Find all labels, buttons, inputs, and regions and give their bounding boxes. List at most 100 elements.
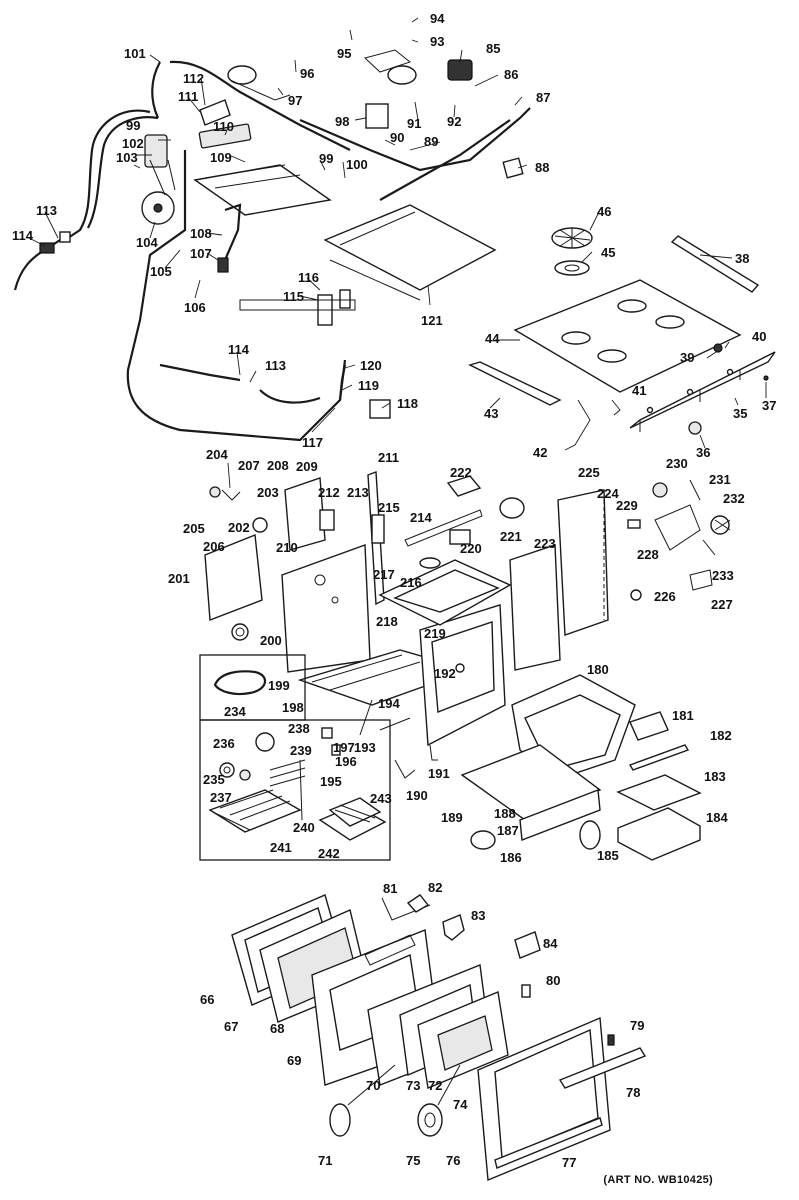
door-latch	[514, 931, 541, 959]
broiler-pan	[616, 774, 702, 811]
callout-69: 69	[287, 1053, 301, 1068]
callout-209: 209	[296, 459, 318, 474]
callout-76: 76	[446, 1153, 460, 1168]
callout-237: 237	[210, 790, 232, 805]
callout-238: 238	[288, 721, 310, 736]
cooktop-assembly	[468, 227, 776, 451]
callout-236: 236	[213, 736, 235, 751]
callout-185: 185	[597, 848, 619, 863]
callout-121: 121	[421, 313, 443, 328]
callout-43: 43	[484, 406, 498, 421]
callout-200: 200	[260, 633, 282, 648]
leader-lines	[26, 17, 767, 489]
back-trim	[670, 235, 760, 293]
callout-198: 198	[282, 700, 304, 715]
callout-211: 211	[378, 450, 399, 465]
callout-35: 35	[733, 406, 747, 421]
oven-back-panel	[509, 544, 561, 671]
callout-204: 204	[206, 447, 228, 462]
callout-240: 240	[293, 820, 315, 835]
callout-221: 221	[500, 529, 522, 544]
callout-208: 208	[267, 458, 289, 473]
terminal-block	[371, 514, 385, 544]
callout-229: 229	[616, 498, 638, 513]
callout-232: 232	[723, 491, 745, 506]
callout-88: 88	[535, 160, 549, 175]
callout-222: 222	[450, 465, 472, 480]
callout-230: 230	[666, 456, 688, 471]
callout-207: 207	[238, 458, 260, 473]
callout-112: 112	[183, 71, 204, 86]
callout-108: 108	[190, 226, 212, 241]
callout-203: 203	[257, 485, 279, 500]
callout-75: 75	[406, 1153, 420, 1168]
callout-201: 201	[168, 571, 190, 586]
callout-194: 194	[378, 696, 400, 711]
callout-67: 67	[224, 1019, 238, 1034]
callout-228: 228	[637, 547, 659, 562]
callout-226: 226	[654, 589, 676, 604]
callout-101: 101	[124, 46, 146, 61]
callout-182: 182	[710, 728, 732, 743]
callout-241: 241	[270, 840, 292, 855]
callout-70: 70	[366, 1078, 380, 1093]
callout-91: 91	[407, 116, 421, 131]
callout-233: 233	[712, 568, 734, 583]
callout-93: 93	[430, 34, 444, 49]
oven-side-panel	[281, 544, 371, 673]
callout-45: 45	[601, 245, 615, 260]
bracket	[199, 99, 231, 126]
callout-68: 68	[270, 1021, 284, 1036]
side-trim	[468, 361, 562, 406]
callout-224: 224	[597, 486, 619, 501]
callout-115: 115	[283, 289, 304, 304]
callout-199: 199	[268, 678, 290, 693]
callout-213: 213	[347, 485, 369, 500]
callout-219: 219	[424, 626, 446, 641]
switch	[502, 157, 524, 179]
callout-216: 216	[400, 575, 422, 590]
callout-218: 218	[376, 614, 398, 629]
callout-89: 89	[424, 134, 438, 149]
callout-217: 217	[373, 567, 395, 582]
callout-71: 71	[318, 1153, 332, 1168]
callout-105: 105	[150, 264, 172, 279]
callout-242: 242	[318, 846, 340, 861]
callout-113b: 113	[265, 358, 286, 373]
callout-96: 96	[300, 66, 314, 81]
callout-83: 83	[471, 908, 485, 923]
door-handle	[558, 1047, 647, 1089]
callout-81: 81	[383, 881, 397, 896]
callout-190: 190	[406, 788, 428, 803]
lamp-socket	[499, 497, 525, 519]
cooktop	[513, 279, 742, 393]
callout-202: 202	[228, 520, 250, 535]
rail-182	[628, 744, 690, 771]
oven-light-lens	[255, 732, 275, 752]
callout-206: 206	[203, 539, 225, 554]
callout-44: 44	[485, 331, 500, 346]
callout-46: 46	[597, 204, 611, 219]
callout-103: 103	[116, 150, 138, 165]
callout-186: 186	[500, 850, 522, 865]
callout-189: 189	[441, 810, 463, 825]
callout-214: 214	[410, 510, 432, 525]
callout-36: 36	[696, 445, 710, 460]
callout-80: 80	[546, 973, 560, 988]
callout-labels: 94 93 95 85 86 87 96 97 98 91 92 90 89 8…	[12, 11, 776, 1170]
callout-119: 119	[358, 378, 379, 393]
callout-231: 231	[709, 472, 731, 487]
callout-97: 97	[288, 93, 302, 108]
callout-195: 195	[320, 774, 342, 789]
callout-84: 84	[543, 936, 558, 951]
oven-body-assembly	[204, 471, 731, 861]
callout-73: 73	[406, 1078, 420, 1093]
switch-box	[365, 103, 389, 129]
callout-210: 210	[276, 540, 298, 555]
surface-burner-head-2	[387, 65, 417, 85]
callout-82: 82	[428, 880, 442, 895]
callout-66: 66	[200, 992, 214, 1007]
grommet	[231, 623, 249, 641]
burner-manifold	[198, 123, 252, 149]
callout-234: 234	[224, 704, 246, 719]
